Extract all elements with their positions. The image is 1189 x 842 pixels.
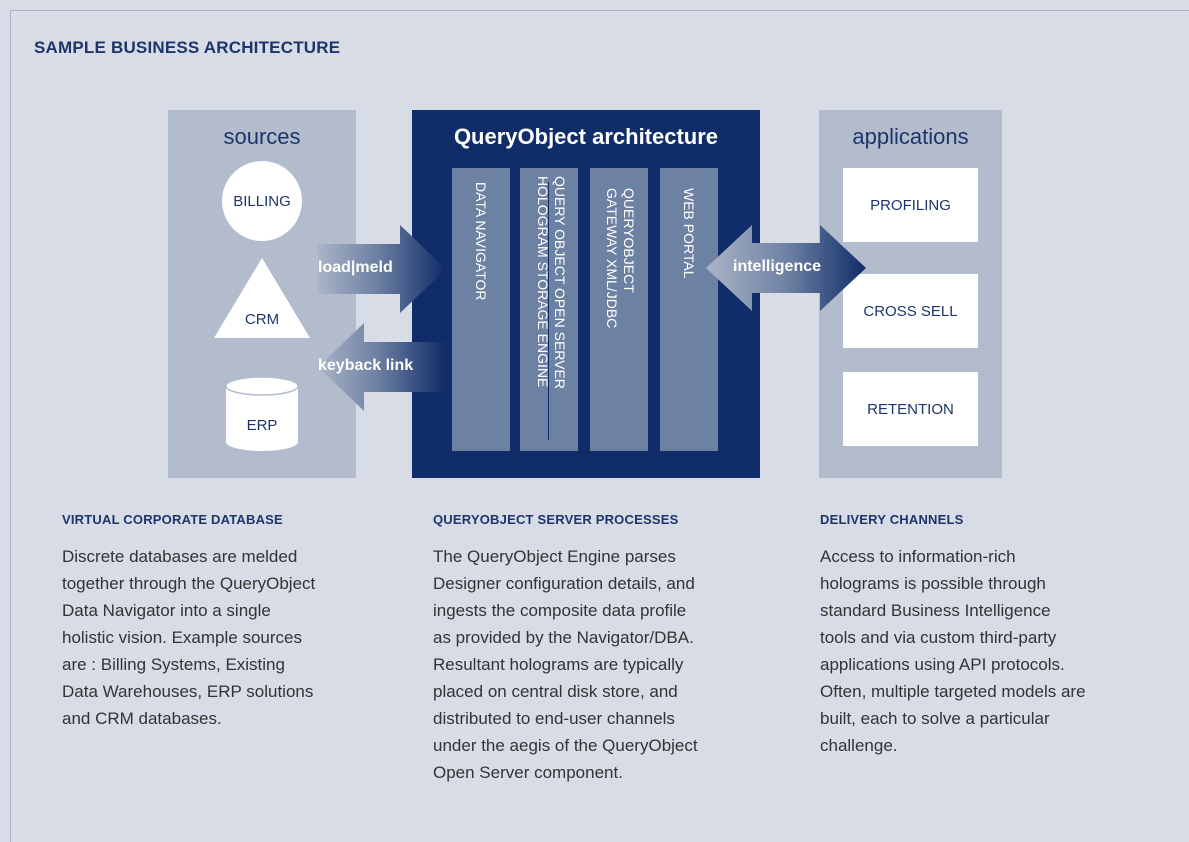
body-line: applications using API protocols. (820, 655, 1065, 674)
body-line: together through the QueryObject (62, 574, 316, 593)
erp-cylinder-body (226, 386, 298, 451)
body-line: Resultant holograms are typically (433, 655, 684, 674)
bar-divider (548, 182, 549, 440)
app-label: CROSS SELL (863, 302, 958, 320)
body-line: as provided by the Navigator/DBA. (433, 628, 694, 647)
body-line: distributed to end-user channels (433, 709, 675, 728)
erp-label: ERP (247, 417, 278, 434)
column-queryobject-server-processes: QUERYOBJECT SERVER PROCESSES The QueryOb… (433, 512, 783, 786)
intelligence-label: intelligence (733, 258, 822, 275)
bar-gateway: QUERYOBJECT GATEWAY XML/JDBC (590, 168, 648, 451)
body-line: under the aegis of the QueryObject (433, 736, 698, 755)
body-line: ingests the composite data profile (433, 601, 687, 620)
app-box-profiling: PROFILING (843, 168, 978, 242)
body-line: challenge. (820, 736, 898, 755)
body-line: placed on central disk store, and (433, 682, 678, 701)
load-meld-arrow (318, 225, 446, 313)
body-line: Discrete databases are melded (62, 547, 298, 566)
column-virtual-corporate-database: VIRTUAL CORPORATE DATABASE Discrete data… (62, 512, 392, 732)
billing-circle (222, 161, 302, 241)
applications-panel: applications PROFILING CROSS SELL RETENT… (819, 110, 1002, 478)
keyback-link-label: keyback link (318, 357, 414, 374)
frame-border-top (10, 10, 1189, 11)
body-line: Access to information-rich (820, 547, 1016, 566)
app-label: RETENTION (867, 400, 954, 418)
body-line: Designer configuration details, and (433, 574, 695, 593)
sources-heading: sources (223, 124, 301, 149)
core-heading: QueryObject architecture (453, 124, 719, 149)
body-line: and CRM databases. (62, 709, 222, 728)
bar-data-navigator: DATA NAVIGATOR (452, 168, 510, 451)
body-line: Often, multiple targeted models are (820, 682, 1086, 701)
core-architecture-panel: QueryObject architecture DATA NAVIGATOR … (412, 110, 760, 478)
body-line: holistic vision. Example sources (62, 628, 302, 647)
body-line: Data Navigator into a single (62, 601, 271, 620)
body-line: Open Server component. (433, 763, 623, 782)
body-line: are : Billing Systems, Existing (62, 655, 285, 674)
column-heading: QUERYOBJECT SERVER PROCESSES (433, 512, 679, 527)
keyback-link-arrow (318, 323, 446, 411)
column-delivery-channels: DELIVERY CHANNELS Access to information-… (820, 512, 1170, 759)
body-line: holograms is possible through (820, 574, 1046, 593)
crm-label: CRM (245, 311, 279, 328)
intelligence-arrow (706, 225, 866, 311)
body-line: Data Warehouses, ERP solutions (62, 682, 314, 701)
column-body: The QueryObject Engine parses Designer c… (433, 543, 783, 786)
bar-web-portal: WEB PORTAL (660, 168, 718, 451)
bar-open-server: QUERY OBJECT OPEN SERVER HOLOGRAM STORAG… (520, 168, 578, 451)
applications-heading: applications (852, 124, 969, 149)
app-box-retention: RETENTION (843, 372, 978, 446)
body-line: The QueryObject Engine parses (433, 547, 676, 566)
sources-shapes: BILLING CRM ERP (214, 161, 310, 451)
body-line: standard Business Intelligence (820, 601, 1051, 620)
app-label: PROFILING (870, 196, 951, 214)
column-body: Discrete databases are melded together t… (62, 543, 392, 732)
app-box-cross-sell: CROSS SELL (843, 274, 978, 348)
erp-cylinder-top (225, 376, 299, 396)
crm-triangle (214, 258, 310, 338)
column-body: Access to information-rich holograms is … (820, 543, 1170, 759)
body-line: built, each to solve a particular (820, 709, 1050, 728)
body-line: tools and via custom third-party (820, 628, 1057, 647)
column-heading: DELIVERY CHANNELS (820, 512, 964, 527)
column-heading: VIRTUAL CORPORATE DATABASE (62, 512, 283, 527)
frame-border-left (10, 10, 11, 842)
load-meld-label: load|meld (318, 259, 393, 276)
billing-label: BILLING (233, 193, 291, 210)
page-title: SAMPLE BUSINESS ARCHITECTURE (34, 38, 341, 57)
sources-panel: sources BILLING CRM ERP (168, 110, 356, 478)
